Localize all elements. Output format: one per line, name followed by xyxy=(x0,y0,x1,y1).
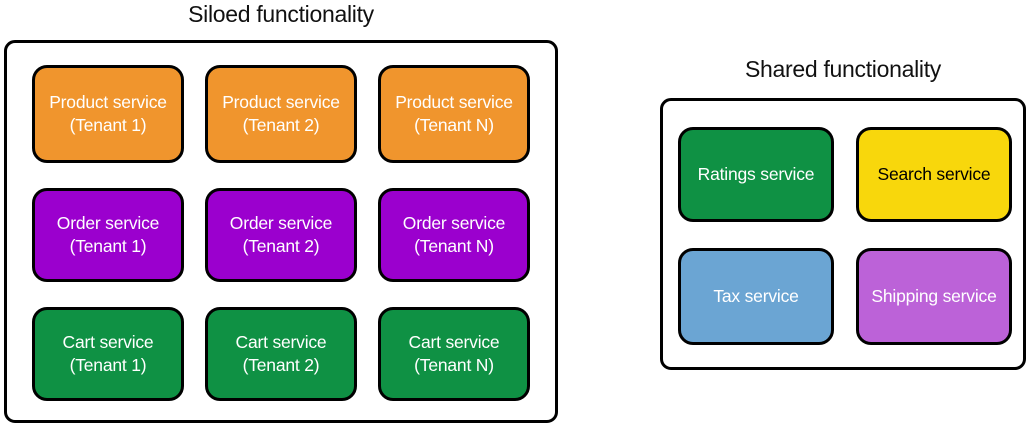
tenant-label: (Tenant 2) xyxy=(242,236,320,256)
service-name: Cart service xyxy=(235,332,327,352)
service-name: Order service xyxy=(56,213,160,233)
shared-functionality-container: Ratings service Search service Tax servi… xyxy=(660,98,1026,370)
box-cart-service-tenant-n: Cart service (Tenant N) xyxy=(378,307,530,401)
box-ratings-service: Ratings service xyxy=(678,127,834,222)
siloed-functionality-title: Siloed functionality xyxy=(188,1,374,27)
box-order-service-tenant-1: Order service (Tenant 1) xyxy=(32,188,184,282)
tenant-label: (Tenant N) xyxy=(414,236,494,256)
service-name: Product service xyxy=(49,92,167,112)
tenant-label: (Tenant 2) xyxy=(242,115,320,135)
service-name: Tax service xyxy=(713,286,799,306)
box-search-service: Search service xyxy=(856,127,1012,222)
box-tax-service: Tax service xyxy=(678,248,834,345)
tenant-label: (Tenant 1) xyxy=(69,115,147,135)
box-product-service-tenant-n: Product service (Tenant N) xyxy=(378,65,530,163)
siloed-functionality-container: Product service (Tenant 1) Product servi… xyxy=(4,40,558,423)
service-name: Shipping service xyxy=(871,286,997,306)
tenant-label: (Tenant 1) xyxy=(69,355,147,375)
service-name: Product service xyxy=(395,92,513,112)
box-cart-service-tenant-1: Cart service (Tenant 1) xyxy=(32,307,184,401)
shared-functionality-title: Shared functionality xyxy=(744,56,941,82)
service-name: Ratings service xyxy=(697,164,815,184)
tenant-label: (Tenant 2) xyxy=(242,355,320,375)
box-product-service-tenant-1: Product service (Tenant 1) xyxy=(32,65,184,163)
service-name: Product service xyxy=(222,92,340,112)
service-name: Order service xyxy=(402,213,506,233)
box-product-service-tenant-2: Product service (Tenant 2) xyxy=(205,65,357,163)
service-name: Search service xyxy=(877,164,991,184)
box-shipping-service: Shipping service xyxy=(856,248,1012,345)
service-name: Cart service xyxy=(408,332,500,352)
tenant-label: (Tenant N) xyxy=(414,115,494,135)
box-order-service-tenant-2: Order service (Tenant 2) xyxy=(205,188,357,282)
service-name: Order service xyxy=(229,213,333,233)
box-order-service-tenant-n: Order service (Tenant N) xyxy=(378,188,530,282)
service-name: Cart service xyxy=(62,332,154,352)
tenant-label: (Tenant 1) xyxy=(69,236,147,256)
box-cart-service-tenant-2: Cart service (Tenant 2) xyxy=(205,307,357,401)
tenant-label: (Tenant N) xyxy=(414,355,494,375)
